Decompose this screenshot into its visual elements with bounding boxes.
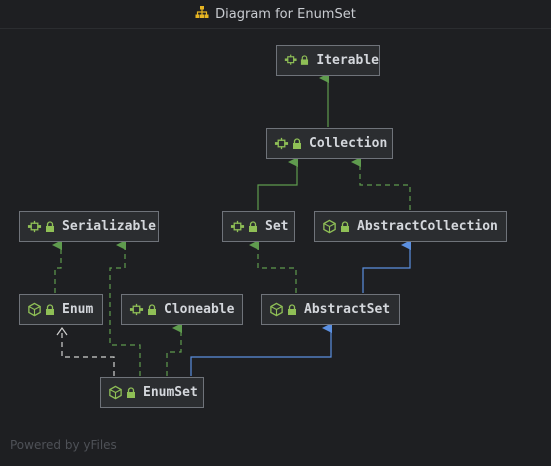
- lock-icon: [45, 220, 55, 233]
- edge-enumset-cloneable: [166, 323, 182, 376]
- node-enumset[interactable]: EnumSet: [100, 377, 204, 408]
- node-enum[interactable]: Enum: [19, 294, 103, 325]
- abstract-class-icon: [27, 302, 42, 317]
- interface-icon: [27, 219, 42, 234]
- hierarchy-diagram-icon: [195, 5, 209, 23]
- node-serializable[interactable]: Serializable: [19, 211, 159, 242]
- abstract-class-icon: [322, 219, 337, 234]
- diagram-title: Diagram for EnumSet: [215, 6, 356, 22]
- node-label: Enum: [62, 302, 94, 317]
- interface-icon: [230, 219, 245, 234]
- interface-icon: [274, 136, 289, 151]
- node-cloneable[interactable]: Cloneable: [121, 294, 243, 325]
- edge-set-collection: [257, 157, 298, 210]
- node-label: EnumSet: [143, 385, 198, 400]
- lock-icon: [45, 303, 55, 316]
- abstract-class-icon: [269, 302, 284, 317]
- lock-icon: [147, 303, 157, 316]
- lock-icon: [292, 137, 302, 150]
- edge-abstractcollection-collection: [351, 157, 411, 210]
- node-label: Iterable: [316, 53, 379, 68]
- edge-enumset-serializable: [109, 240, 141, 376]
- abstract-class-icon: [108, 385, 123, 400]
- edge-abstractset-set: [249, 240, 297, 293]
- node-label: AbstractCollection: [357, 219, 498, 234]
- node-iterable[interactable]: Iterable: [276, 45, 380, 76]
- diagram-title-bar: Diagram for EnumSet: [0, 0, 551, 28]
- interface-icon: [129, 302, 144, 317]
- footer-credit: Powered by yFiles: [10, 438, 117, 452]
- diagram-canvas[interactable]: [0, 28, 551, 466]
- node-label: Serializable: [62, 219, 156, 234]
- lock-icon: [340, 220, 350, 233]
- interface-icon: [284, 53, 297, 68]
- edge-enumset-abstractset: [190, 323, 332, 376]
- lock-icon: [287, 303, 297, 316]
- node-abstractset[interactable]: AbstractSet: [261, 294, 400, 325]
- lock-icon: [248, 220, 258, 233]
- node-label: Cloneable: [164, 302, 235, 317]
- edge-enum-serializable: [52, 240, 62, 293]
- edge-abstractset-abstractcollection: [362, 240, 411, 293]
- node-label: AbstractSet: [304, 302, 391, 317]
- node-set[interactable]: Set: [222, 211, 295, 242]
- node-collection[interactable]: Collection: [266, 128, 393, 159]
- lock-icon: [300, 55, 309, 67]
- node-abstractcollection[interactable]: AbstractCollection: [314, 211, 507, 242]
- lock-icon: [126, 386, 136, 399]
- node-label: Collection: [309, 136, 388, 151]
- edge-enumset-enum-arrowhead: [56, 326, 68, 336]
- node-label: Set: [265, 219, 289, 234]
- edge-enumset-enum: [61, 328, 115, 376]
